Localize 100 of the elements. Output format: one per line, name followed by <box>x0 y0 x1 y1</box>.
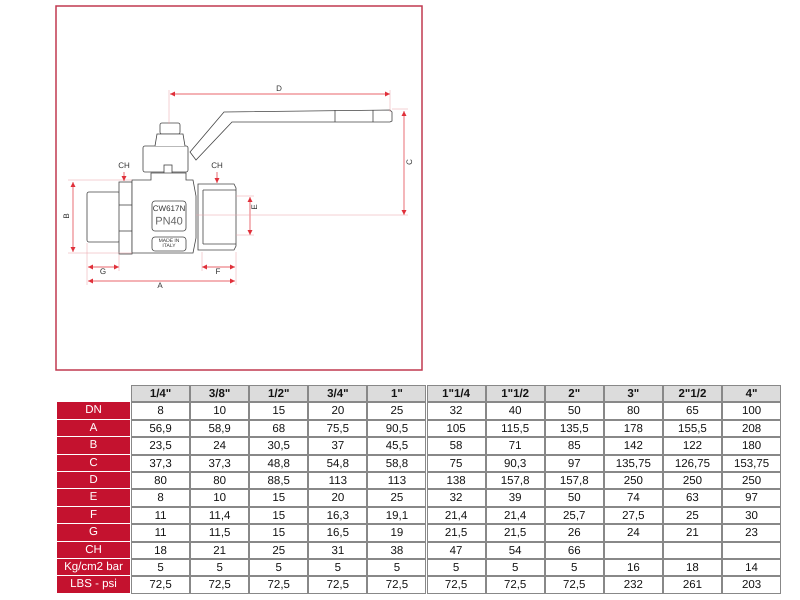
table-cell: 25,7 <box>544 506 604 524</box>
table-cell: 15 <box>249 402 308 420</box>
table-cell: 113 <box>308 472 368 490</box>
table-cell: 100 <box>722 402 782 420</box>
table-cell: 58 <box>426 437 486 455</box>
row-header-cell: E <box>57 489 130 507</box>
table-cell: 90,5 <box>367 420 426 438</box>
table-cell: 71 <box>486 437 545 455</box>
table-cell: 10 <box>190 402 250 420</box>
table-cell: 25 <box>367 402 426 420</box>
table-cell: 21,4 <box>486 506 545 524</box>
table-cell: 5 <box>131 559 190 576</box>
table-cell: 5 <box>486 559 545 576</box>
table-cell: 15 <box>249 524 308 542</box>
dimension-letter: F <box>216 268 220 276</box>
table-cell: 45,5 <box>367 437 426 455</box>
table-cell: 72,5 <box>131 576 190 594</box>
table-cell: 142 <box>604 437 663 455</box>
table-cell: 72,5 <box>367 576 426 594</box>
table-cell: 11 <box>131 524 190 542</box>
table-cell: 32 <box>426 402 486 420</box>
table-cell: 80 <box>190 472 250 490</box>
column-header-cell: 1" <box>367 385 426 402</box>
table-cell: 50 <box>544 402 604 420</box>
table-cell: 80 <box>604 402 663 420</box>
table-cell: 75 <box>426 454 486 472</box>
column-header-cell: 2" <box>544 385 604 402</box>
table-cell: 58,9 <box>190 420 250 438</box>
table-cell: 40 <box>486 402 545 420</box>
table-cell: 56,9 <box>131 420 190 438</box>
column-header-cell: 2"1/2 <box>662 385 722 402</box>
dimension-letter: CH <box>211 162 223 170</box>
dimension-letter: B <box>63 213 71 219</box>
table-cell: 135,5 <box>544 420 604 438</box>
table-cell: 72,5 <box>308 576 368 594</box>
row-header-cell: DN <box>57 402 130 420</box>
table-cell: 11,5 <box>190 524 250 542</box>
table-cell: 48,8 <box>249 454 308 472</box>
table-cell: 37,3 <box>131 454 190 472</box>
body-marking: CW617N <box>152 205 186 213</box>
table-cell: 153,75 <box>722 454 782 472</box>
row-header-cell: C <box>57 454 130 472</box>
table-cell: 8 <box>131 489 190 507</box>
table-cell: 115,5 <box>486 420 545 438</box>
table-cell: 24 <box>190 437 250 455</box>
table-cell: 14 <box>722 559 782 576</box>
table-cell: 75,5 <box>308 420 368 438</box>
table-cell: 68 <box>249 420 308 438</box>
table-cell: 16,5 <box>308 524 368 542</box>
table-cell: 5 <box>367 559 426 576</box>
table-cell: 54 <box>486 542 545 559</box>
dimension-letter: CH <box>118 162 130 170</box>
table-cell: 66 <box>544 542 604 559</box>
table-cell: 180 <box>722 437 782 455</box>
table-cell: 250 <box>604 472 663 490</box>
table-cell: 15 <box>249 506 308 524</box>
table-cell: 5 <box>426 559 486 576</box>
table-cell: 32 <box>426 489 486 507</box>
table-cell: 24 <box>604 524 663 542</box>
column-header-cell: 1/2" <box>249 385 308 402</box>
dimension-letter: E <box>251 204 259 210</box>
table-cell: 261 <box>662 576 722 594</box>
row-header-cell: Kg/cm2 bar <box>57 559 130 576</box>
table-cell: 97 <box>722 489 782 507</box>
table-cell: 63 <box>662 489 722 507</box>
table-cell: 54,8 <box>308 454 368 472</box>
table-cell: 39 <box>486 489 545 507</box>
table-cell: 126,75 <box>662 454 722 472</box>
table-cell: 37,3 <box>190 454 250 472</box>
table-cell: 135,75 <box>604 454 663 472</box>
table-cell: 5 <box>544 559 604 576</box>
table-cell: 88,5 <box>249 472 308 490</box>
table-cell: 208 <box>722 420 782 438</box>
table-cell: 21,5 <box>486 524 545 542</box>
table-cell: 250 <box>722 472 782 490</box>
row-header-cell: CH <box>57 542 130 559</box>
row-header-cell: F <box>57 506 130 524</box>
table-cell: 232 <box>604 576 663 594</box>
row-header-cell: B <box>57 437 130 455</box>
table-cell: 157,8 <box>486 472 545 490</box>
dimension-letter: A <box>157 282 163 290</box>
table-cell: 23,5 <box>131 437 190 455</box>
table-cell: 155,5 <box>662 420 722 438</box>
table-cell: 11,4 <box>190 506 250 524</box>
table-cell: 16,3 <box>308 506 368 524</box>
table-cell: 11 <box>131 506 190 524</box>
table-cell: 20 <box>308 402 368 420</box>
table-cell: 21,5 <box>426 524 486 542</box>
table-cell: 18 <box>662 559 722 576</box>
body-marking: PN40 <box>155 216 183 228</box>
table-cell: 80 <box>131 472 190 490</box>
table-cell: 250 <box>662 472 722 490</box>
column-header-cell: 1"1/4 <box>426 385 486 402</box>
table-cell: 65 <box>662 402 722 420</box>
row-header-cell: A <box>57 420 130 438</box>
table-cell: 85 <box>544 437 604 455</box>
table-cell: 72,5 <box>486 576 545 594</box>
table-cell: 203 <box>722 576 782 594</box>
table-cell: 23 <box>722 524 782 542</box>
row-header-cell: D <box>57 472 130 490</box>
